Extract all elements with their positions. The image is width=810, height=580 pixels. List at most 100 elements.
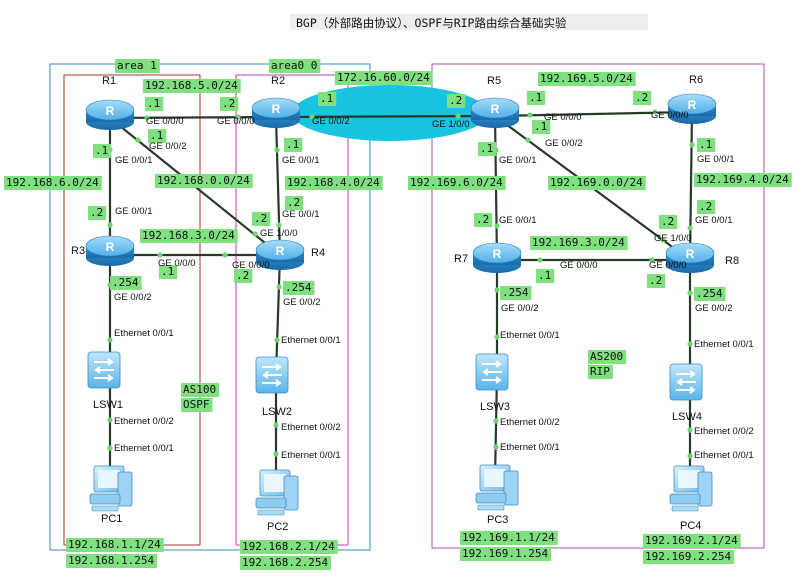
ip-r3-to-r1-bg bbox=[88, 206, 107, 220]
router-r2-label: R2 bbox=[271, 75, 285, 87]
pc3-label: PC3 bbox=[487, 514, 508, 526]
port-r4-ge002: GE 0/0/2 bbox=[283, 297, 321, 308]
port-lsw2-e1: Ethernet 0/0/1 bbox=[281, 335, 341, 346]
network-r1-r2: 192.168.5.0/24 bbox=[145, 79, 238, 92]
network-r3-r4-bg bbox=[140, 229, 238, 243]
router-r1-icon[interactable] bbox=[85, 99, 135, 131]
pc-pc2-icon[interactable] bbox=[255, 469, 299, 516]
pc2-label: PC2 bbox=[267, 521, 288, 533]
ip-r1-to-r2-bg bbox=[145, 97, 164, 111]
ip-r8-to-r5-bg bbox=[659, 215, 678, 229]
pc-pc3-icon[interactable] bbox=[475, 464, 519, 511]
router-r7-label: R7 bbox=[454, 253, 468, 265]
bgp-link-ellipse bbox=[292, 85, 488, 141]
network-r5-r6: 192.169.5.0/24 bbox=[540, 72, 633, 85]
port-r4-ge000: GE 0/0/0 bbox=[232, 260, 270, 271]
ip-r5-to-r7-bg bbox=[478, 142, 497, 156]
port-r5-ge000: GE 0/0/0 bbox=[544, 112, 582, 123]
as200-label-line1: AS200 bbox=[590, 350, 623, 363]
area0-label: area0 0 bbox=[271, 59, 317, 72]
router-r7-icon[interactable] bbox=[472, 242, 522, 274]
port-r6-ge000: GE 0/0/0 bbox=[651, 110, 689, 121]
ip-r4-lan: .254 bbox=[285, 281, 312, 294]
router-r5-icon[interactable] bbox=[470, 97, 520, 129]
ip-r1-to-r3-bg bbox=[93, 144, 112, 158]
ip-r1-to-r4: .1 bbox=[150, 129, 163, 142]
port-lsw4-e1: Ethernet 0/0/1 bbox=[694, 339, 754, 350]
switch-lsw1-icon[interactable] bbox=[87, 351, 121, 389]
ip-r2-to-r1-bg bbox=[220, 97, 239, 111]
link-r2-r4 bbox=[274, 116, 282, 256]
pc2-ip: 192.168.2.1/24 bbox=[242, 540, 335, 553]
pc4-gateway-bg bbox=[643, 550, 735, 564]
port-r2-ge001: GE 0/0/1 bbox=[282, 155, 320, 166]
router-r8-label: R8 bbox=[725, 255, 739, 267]
pc-pc4-icon[interactable] bbox=[669, 465, 713, 512]
ip-r5-to-r6: .1 bbox=[529, 91, 542, 104]
ip-r3-to-r1: .2 bbox=[90, 206, 103, 219]
ip-r6-to-r5: .2 bbox=[635, 91, 648, 104]
switch-lsw3-label: LSW3 bbox=[480, 401, 510, 413]
ip-r4-to-r1: .2 bbox=[254, 212, 267, 225]
router-r6-label: R6 bbox=[689, 74, 703, 86]
pc1-label: PC1 bbox=[101, 513, 122, 525]
port-r3-ge002: GE 0/0/2 bbox=[114, 292, 152, 303]
link-r4-lsw2 bbox=[274, 254, 282, 376]
ip-r8-to-r6-bg bbox=[697, 200, 716, 214]
switch-lsw3-icon[interactable] bbox=[475, 353, 509, 391]
ip-r4-to-r2-bg bbox=[285, 196, 304, 210]
network-r7-r8-bg bbox=[530, 236, 628, 250]
pc-pc1-icon[interactable] bbox=[89, 465, 133, 512]
port-r4-ge001: GE 0/0/1 bbox=[282, 209, 320, 220]
ip-r2-to-r4-bg bbox=[284, 138, 303, 152]
network-r1-r3: 192.168.6.0/24 bbox=[6, 176, 99, 189]
ip-r2-to-r1: .2 bbox=[222, 97, 235, 110]
pc4-ip-bg bbox=[643, 534, 741, 548]
port-r8-ge001: GE 0/0/1 bbox=[695, 215, 733, 226]
router-r3-icon[interactable] bbox=[85, 235, 135, 267]
ip-r5-to-r7: .1 bbox=[480, 142, 493, 155]
ip-r8-lan: .254 bbox=[696, 287, 723, 300]
switch-lsw1-label: LSW1 bbox=[93, 399, 123, 411]
pc4-label: PC4 bbox=[680, 520, 701, 532]
ip-r5-to-r8: .1 bbox=[534, 120, 547, 133]
port-r5-ge002: GE 0/0/2 bbox=[545, 138, 583, 149]
ip-r4-to-r1-bg bbox=[252, 212, 271, 226]
ip-r7-lan: .254 bbox=[502, 286, 529, 299]
port-r4-ge100: GE 1/0/0 bbox=[260, 228, 298, 239]
port-r3-ge001: GE 0/0/1 bbox=[115, 206, 153, 217]
ip-r3-lan-bg bbox=[110, 276, 142, 290]
switch-lsw4-label: LSW4 bbox=[672, 411, 702, 423]
ip-r2-to-r5: .1 bbox=[320, 92, 333, 105]
ip-r2-to-r5-bg bbox=[318, 92, 337, 106]
ip-r5-to-r2-bg bbox=[447, 94, 466, 108]
network-r6-r8: 192.169.4.0/24 bbox=[696, 173, 789, 186]
port-lsw2-e2: Ethernet 0/0/2 bbox=[281, 422, 341, 433]
router-r2-icon[interactable] bbox=[251, 97, 301, 129]
ip-r8-to-r5: .2 bbox=[661, 215, 674, 228]
port-pc1-e1: Ethernet 0/0/1 bbox=[114, 443, 174, 454]
as100-region bbox=[49, 63, 371, 551]
switch-lsw2-icon[interactable] bbox=[255, 356, 289, 394]
ip-r5-to-r6-bg bbox=[527, 91, 546, 105]
switch-lsw4-icon[interactable] bbox=[669, 363, 703, 401]
router-r4-label: R4 bbox=[311, 247, 325, 259]
port-r8-ge000: GE 0/0/0 bbox=[649, 260, 687, 271]
port-pc4-e1: Ethernet 0/0/1 bbox=[694, 450, 754, 461]
ip-r3-to-r4-bg bbox=[159, 265, 178, 279]
pc2-gateway-bg bbox=[240, 556, 332, 570]
as200-label-line2: RIP bbox=[590, 365, 610, 378]
port-r1-ge000: GE 0/0/0 bbox=[146, 116, 184, 127]
ip-r8-lan-bg bbox=[694, 287, 726, 301]
ip-r7-to-r5: .2 bbox=[476, 213, 489, 226]
port-lsw1-e2: Ethernet 0/0/2 bbox=[114, 416, 174, 427]
router-r3-label: R3 bbox=[71, 245, 85, 257]
network-r5-r7-bg bbox=[408, 176, 506, 190]
link-r6-r8 bbox=[688, 111, 694, 261]
area1-label: area 1 bbox=[117, 59, 157, 72]
title-bg bbox=[290, 14, 648, 30]
network-r5-r8: 192.169.0.0/24 bbox=[550, 176, 643, 189]
port-r8-ge002: GE 0/0/2 bbox=[695, 303, 733, 314]
page-title: BGP（外部路由协议）、OSPF与RIP路由综合基础实验 bbox=[296, 16, 567, 30]
